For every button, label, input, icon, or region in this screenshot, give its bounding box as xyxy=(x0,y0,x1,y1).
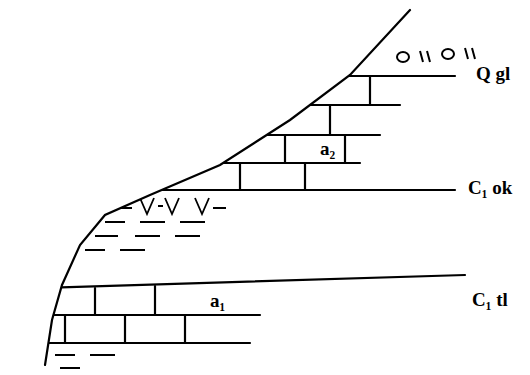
formation-label: C₁ tl xyxy=(470,290,510,311)
formation-label: Q gl xyxy=(474,64,512,85)
formation-label: C₁ ok xyxy=(466,178,514,199)
karst-shale-symbols xyxy=(55,198,226,368)
glacial-symbols xyxy=(397,48,475,62)
layer-label: a₁ xyxy=(208,291,227,312)
strata-lines xyxy=(40,10,465,365)
layer-label: a₂ xyxy=(318,139,337,160)
